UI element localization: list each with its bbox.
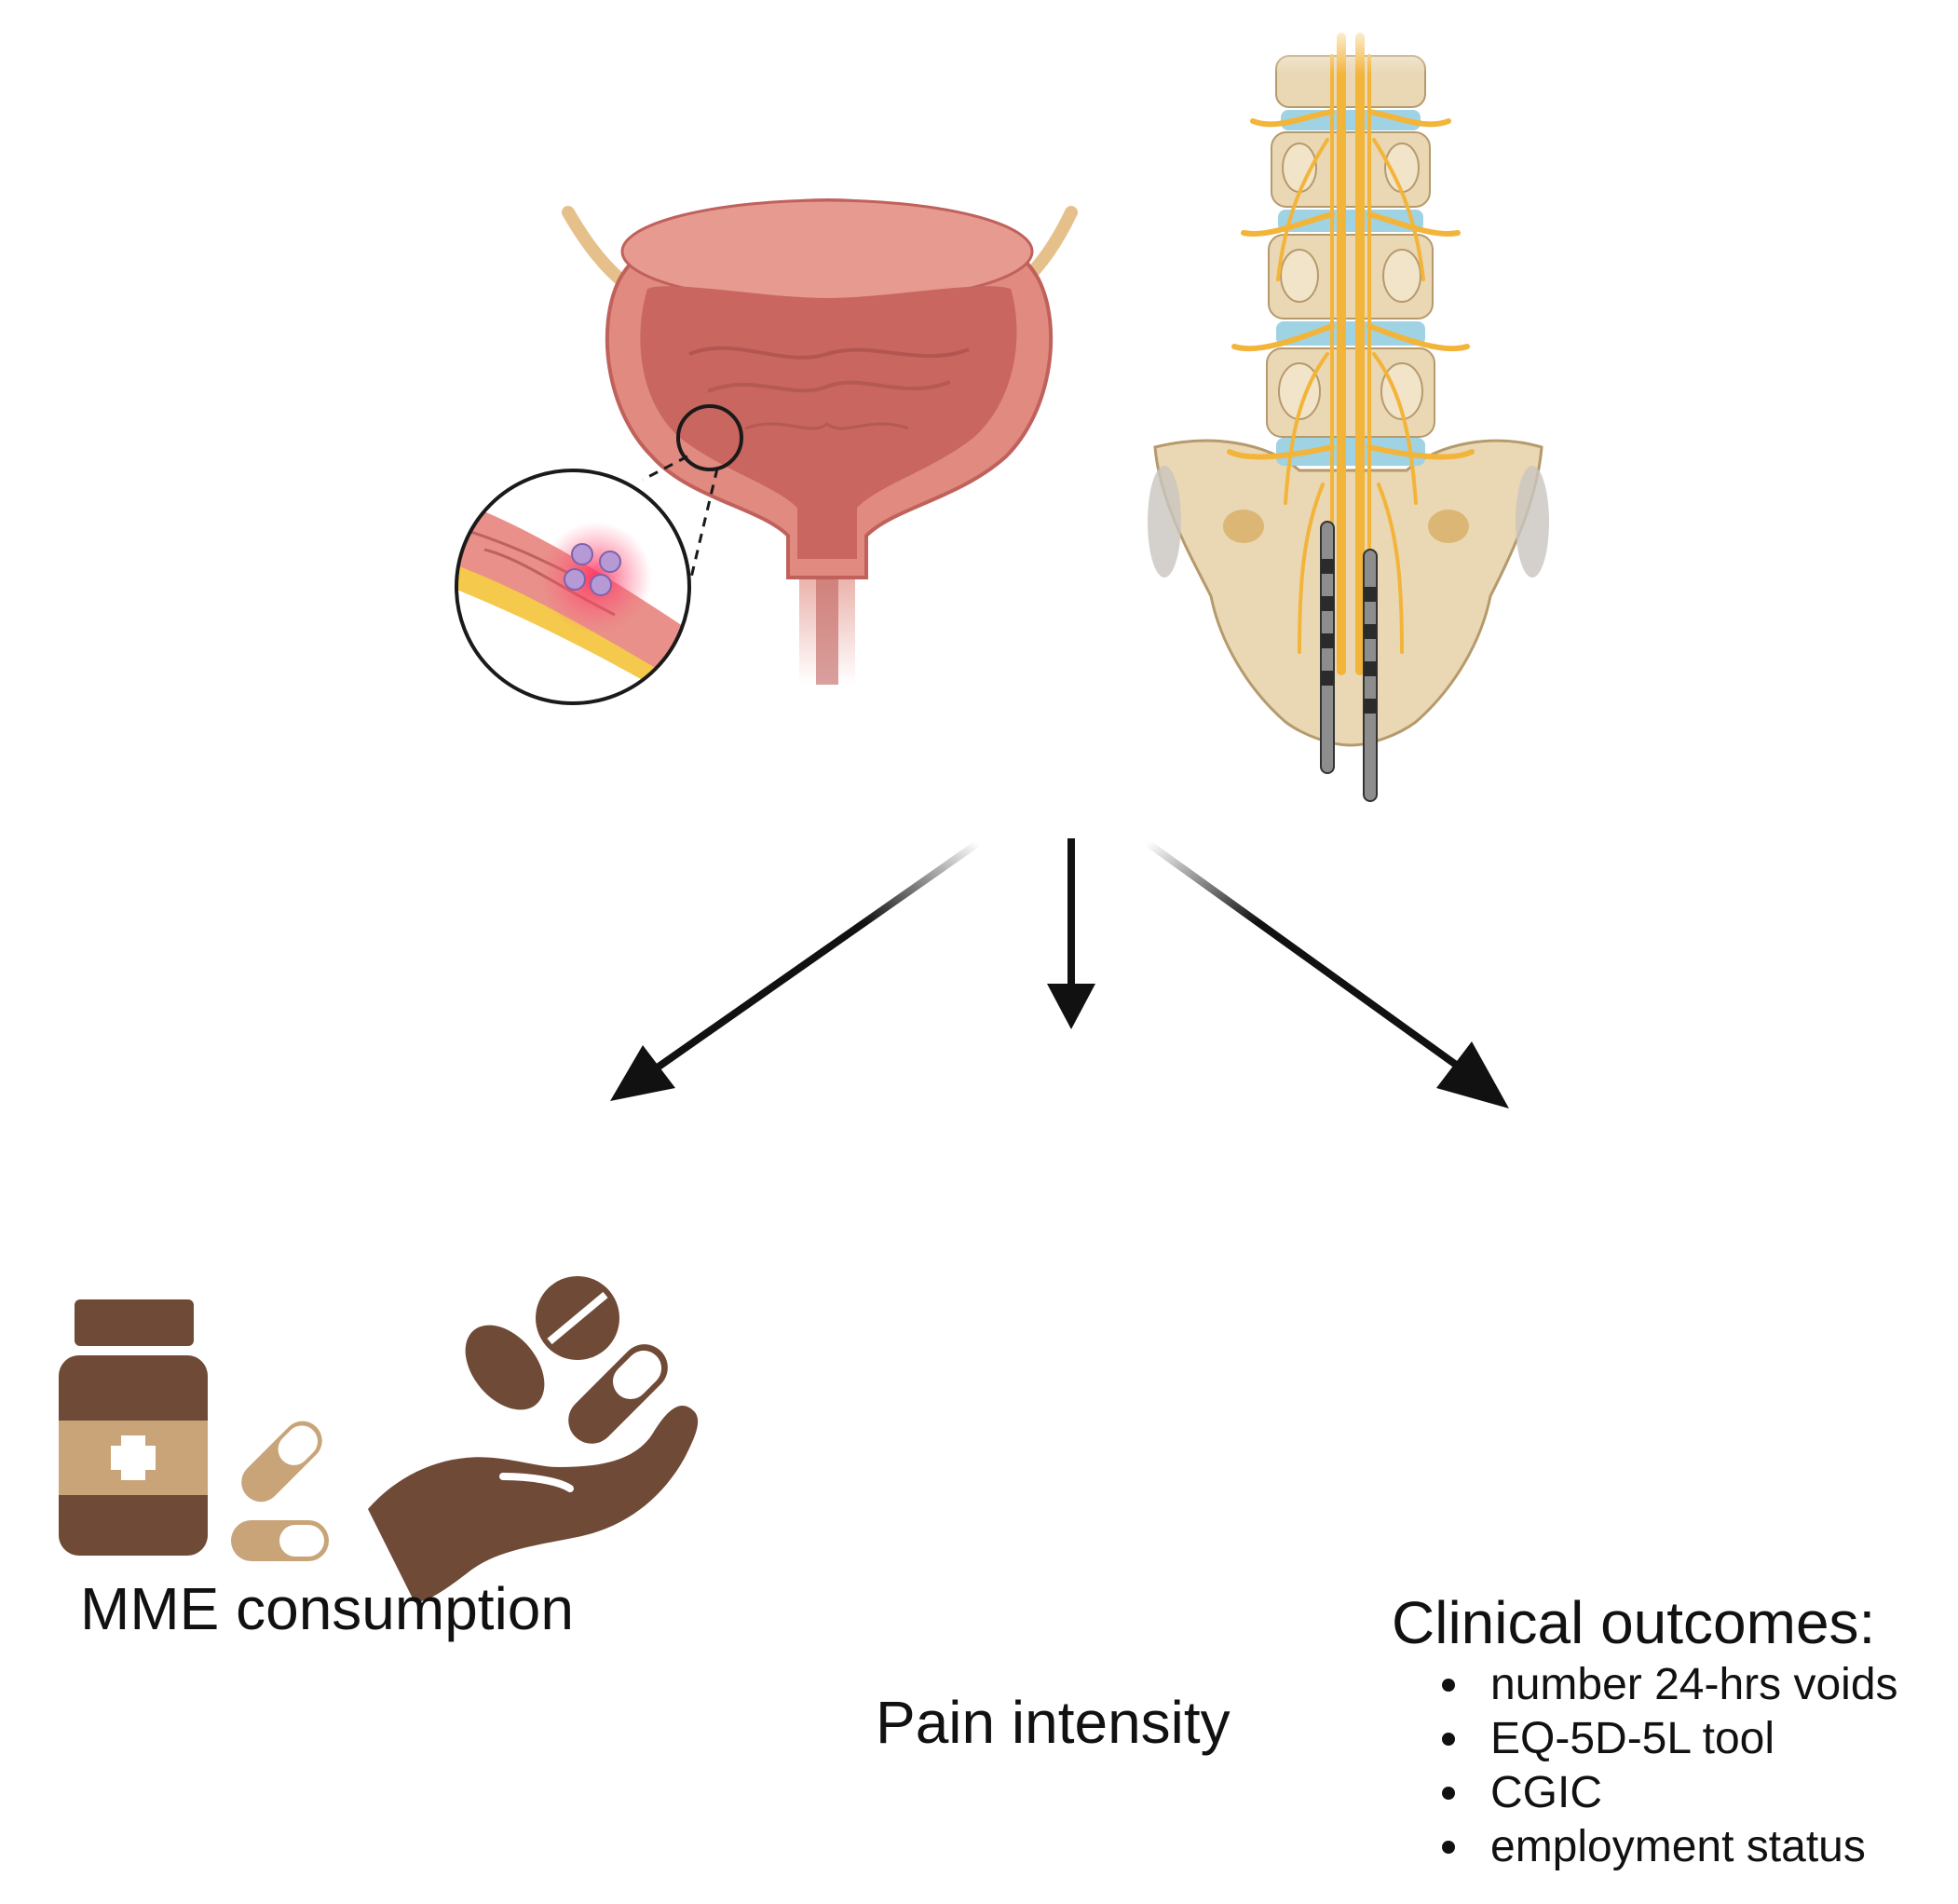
immune-cell <box>564 568 586 591</box>
immune-cell <box>571 543 593 565</box>
clinical-outcome-item: number 24-hrs voids <box>1435 1658 1898 1712</box>
pain-intensity-label: Pain intensity <box>876 1689 1231 1756</box>
bladder-illustration <box>562 197 1078 685</box>
neuromodulation-leads <box>1320 521 1378 802</box>
bladder-interior <box>640 286 1017 559</box>
arrow-to-mme <box>610 839 981 1101</box>
arrow-to-clinical <box>1145 839 1509 1108</box>
hand-icon <box>368 1406 699 1602</box>
immune-cell <box>590 574 612 596</box>
sacrum <box>1153 439 1543 747</box>
clinical-outcome-item: CGIC <box>1435 1766 1898 1820</box>
clinical-outcomes-list: number 24-hrs voids EQ-5D-5L tool CGIC e… <box>1435 1658 1898 1874</box>
tissue-zoom-inset <box>455 469 691 705</box>
spine-illustration <box>1148 19 1549 802</box>
mme-consumption-label: MME consumption <box>80 1575 574 1642</box>
magnifier-spot <box>676 404 743 471</box>
immune-cell <box>599 551 621 573</box>
arrow-to-pain <box>1047 838 1095 1029</box>
vertebral-column <box>1266 55 1435 466</box>
spinal-nerves <box>1227 33 1475 675</box>
clinical-outcomes-title: Clinical outcomes: <box>1392 1589 1876 1656</box>
clinical-outcome-item: employment status <box>1435 1820 1898 1874</box>
clinical-outcome-item: EQ-5D-5L tool <box>1435 1712 1898 1766</box>
medication-icon <box>59 1276 699 1602</box>
